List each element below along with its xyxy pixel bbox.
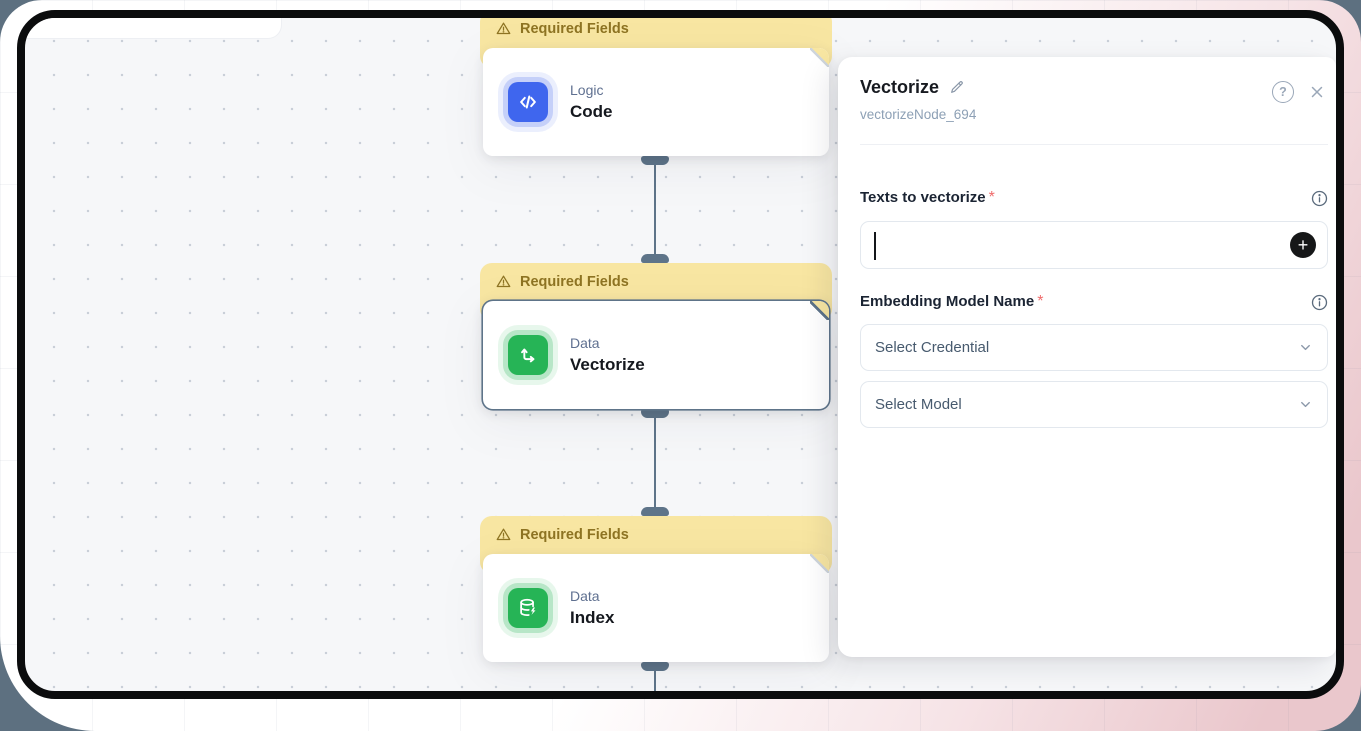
banner-label: Required Fields	[520, 274, 629, 290]
card-chamfer	[810, 301, 829, 320]
panel-title: Vectorize	[860, 77, 940, 97]
node-code[interactable]: Required Fields Logic Code	[480, 18, 832, 164]
connection-line-index-out	[654, 671, 656, 691]
card-chamfer	[810, 554, 829, 573]
info-icon[interactable]	[1311, 190, 1328, 207]
warning-triangle-icon	[496, 275, 511, 288]
banner-label: Required Fields	[520, 527, 629, 543]
texts-to-vectorize-input[interactable]: +	[860, 221, 1328, 269]
vector-axes-icon	[508, 335, 548, 375]
top-toolbar-remnant	[25, 18, 282, 39]
node-card-vectorize[interactable]: Data Vectorize	[483, 301, 829, 409]
panel-header: Vectorize vectorizeNode_694 ?	[860, 75, 1328, 122]
chevron-down-icon	[1301, 344, 1310, 351]
text-caret	[874, 232, 876, 260]
model-select-value: Select Model	[875, 396, 962, 413]
node-category: Data	[570, 588, 600, 604]
node-title: Vectorize	[570, 355, 645, 374]
database-bolt-icon	[508, 588, 548, 628]
node-input-handle-index[interactable]	[641, 507, 669, 516]
panel-divider	[860, 144, 1328, 145]
node-id-label: vectorizeNode_694	[860, 107, 977, 122]
connection-line-code-vectorize	[654, 165, 656, 254]
node-output-handle-code[interactable]	[641, 156, 669, 165]
texts-to-vectorize-label: Texts to vectorize	[860, 189, 986, 206]
connection-line-vectorize-index	[654, 418, 656, 507]
info-icon[interactable]	[1311, 294, 1328, 311]
required-asterisk: *	[1037, 293, 1044, 310]
node-output-handle-index[interactable]	[641, 662, 669, 671]
code-icon	[508, 82, 548, 122]
node-vectorize[interactable]: Required Fields Data	[480, 263, 832, 417]
model-select[interactable]: Select Model	[860, 381, 1328, 428]
close-icon[interactable]	[1308, 83, 1326, 101]
chevron-down-icon	[1301, 401, 1310, 408]
node-category: Data	[570, 335, 600, 351]
embedding-model-name-label: Embedding Model Name	[860, 293, 1035, 310]
app-window-frame: Required Fields Logic Code	[17, 10, 1344, 699]
node-title: Index	[570, 608, 615, 627]
credential-select[interactable]: Select Credential	[860, 324, 1328, 371]
node-title: Code	[570, 102, 613, 121]
workflow-canvas[interactable]: Required Fields Logic Code	[25, 18, 1336, 691]
node-category: Logic	[570, 82, 604, 98]
node-card-code[interactable]: Logic Code	[483, 48, 829, 156]
node-config-panel: Vectorize vectorizeNode_694 ?	[838, 57, 1336, 657]
node-input-handle-vectorize[interactable]	[641, 254, 669, 263]
credential-select-value: Select Credential	[875, 339, 990, 356]
node-index[interactable]: Required Fields	[480, 516, 832, 670]
banner-label: Required Fields	[520, 21, 629, 37]
node-output-handle-vectorize[interactable]	[641, 409, 669, 418]
card-chamfer	[810, 48, 829, 67]
warning-triangle-icon	[496, 528, 511, 541]
warning-triangle-icon	[496, 22, 511, 35]
add-text-button[interactable]: +	[1290, 232, 1316, 258]
help-icon[interactable]: ?	[1272, 81, 1294, 103]
required-asterisk: *	[988, 189, 995, 206]
node-card-index[interactable]: Data Index	[483, 554, 829, 662]
edit-pencil-icon[interactable]	[949, 79, 965, 95]
